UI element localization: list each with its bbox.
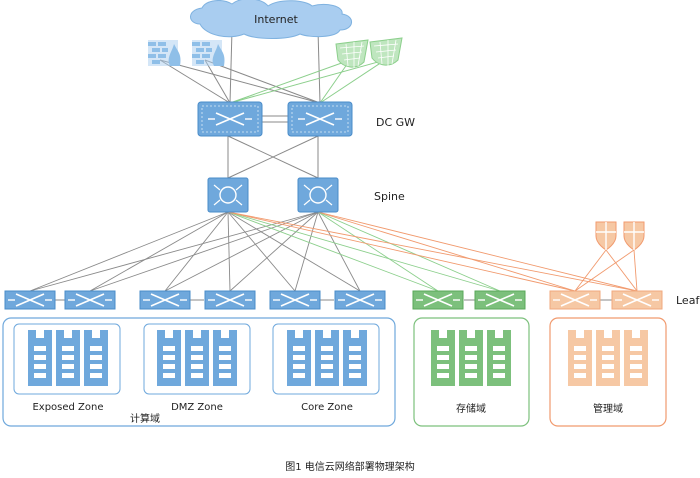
leaf-label: Leaf: [676, 294, 700, 307]
exposed-zone-box: [13, 323, 121, 395]
server-rack-icon: [568, 330, 592, 386]
firewall-icon: [148, 40, 181, 66]
spine-label: Spine: [374, 190, 405, 203]
dc-gw-label: DC GW: [376, 116, 415, 129]
dmz-zone-box: [143, 323, 251, 395]
internet-label: Internet: [254, 13, 298, 26]
server-rack-icon: [343, 330, 367, 386]
spine-switch-icon: [297, 177, 339, 213]
leaf-switches: [4, 290, 663, 310]
server-rack-icon: [56, 330, 80, 386]
compute-domain-box: [2, 317, 396, 427]
leaf-switch-icon: [474, 290, 526, 310]
connection-lines: [29, 29, 638, 301]
core-zone-box: [272, 323, 380, 395]
server-racks: [28, 330, 648, 386]
server-rack-icon: [84, 330, 108, 386]
firewall-icon: [192, 40, 225, 66]
storage-domain-box: [413, 317, 530, 427]
figure-caption: 图1 电信云网络部署物理架构: [285, 460, 415, 473]
server-rack-icon: [459, 330, 483, 386]
spine-switch-icon: [207, 177, 249, 213]
router-icon: [287, 101, 353, 137]
leaf-switch-icon: [549, 290, 601, 310]
leaf-switch-icon: [4, 290, 56, 310]
server-rack-icon: [624, 330, 648, 386]
server-rack-icon: [185, 330, 209, 386]
leaf-switch-icon: [412, 290, 464, 310]
shield-icon: [595, 221, 617, 251]
leaf-switch-icon: [611, 290, 663, 310]
server-rack-icon: [213, 330, 237, 386]
leaf-switch-icon: [64, 290, 116, 310]
server-rack-icon: [287, 330, 311, 386]
dmz-zone-label: DMZ Zone: [171, 402, 223, 413]
router-icon: [197, 101, 263, 137]
server-rack-icon: [431, 330, 455, 386]
exposed-zone-label: Exposed Zone: [32, 402, 103, 413]
server-rack-icon: [157, 330, 181, 386]
server-rack-icon: [28, 330, 52, 386]
server-rack-icon: [487, 330, 511, 386]
cloud-icon: [190, 0, 352, 39]
compute-domain-label: 计算域: [130, 412, 160, 425]
load-balancer-icon: [369, 37, 403, 66]
leaf-switch-icon: [334, 290, 386, 310]
load-balancer-icon: [335, 39, 369, 68]
management-domain-box: [549, 317, 667, 427]
shield-icon: [623, 221, 645, 251]
leaf-switch-icon: [139, 290, 191, 310]
leaf-switch-icon: [204, 290, 256, 310]
server-rack-icon: [596, 330, 620, 386]
core-zone-label: Core Zone: [301, 402, 353, 413]
storage-domain-label: 存储域: [456, 402, 486, 415]
leaf-switch-icon: [269, 290, 321, 310]
server-rack-icon: [315, 330, 339, 386]
management-domain-label: 管理域: [593, 402, 623, 415]
